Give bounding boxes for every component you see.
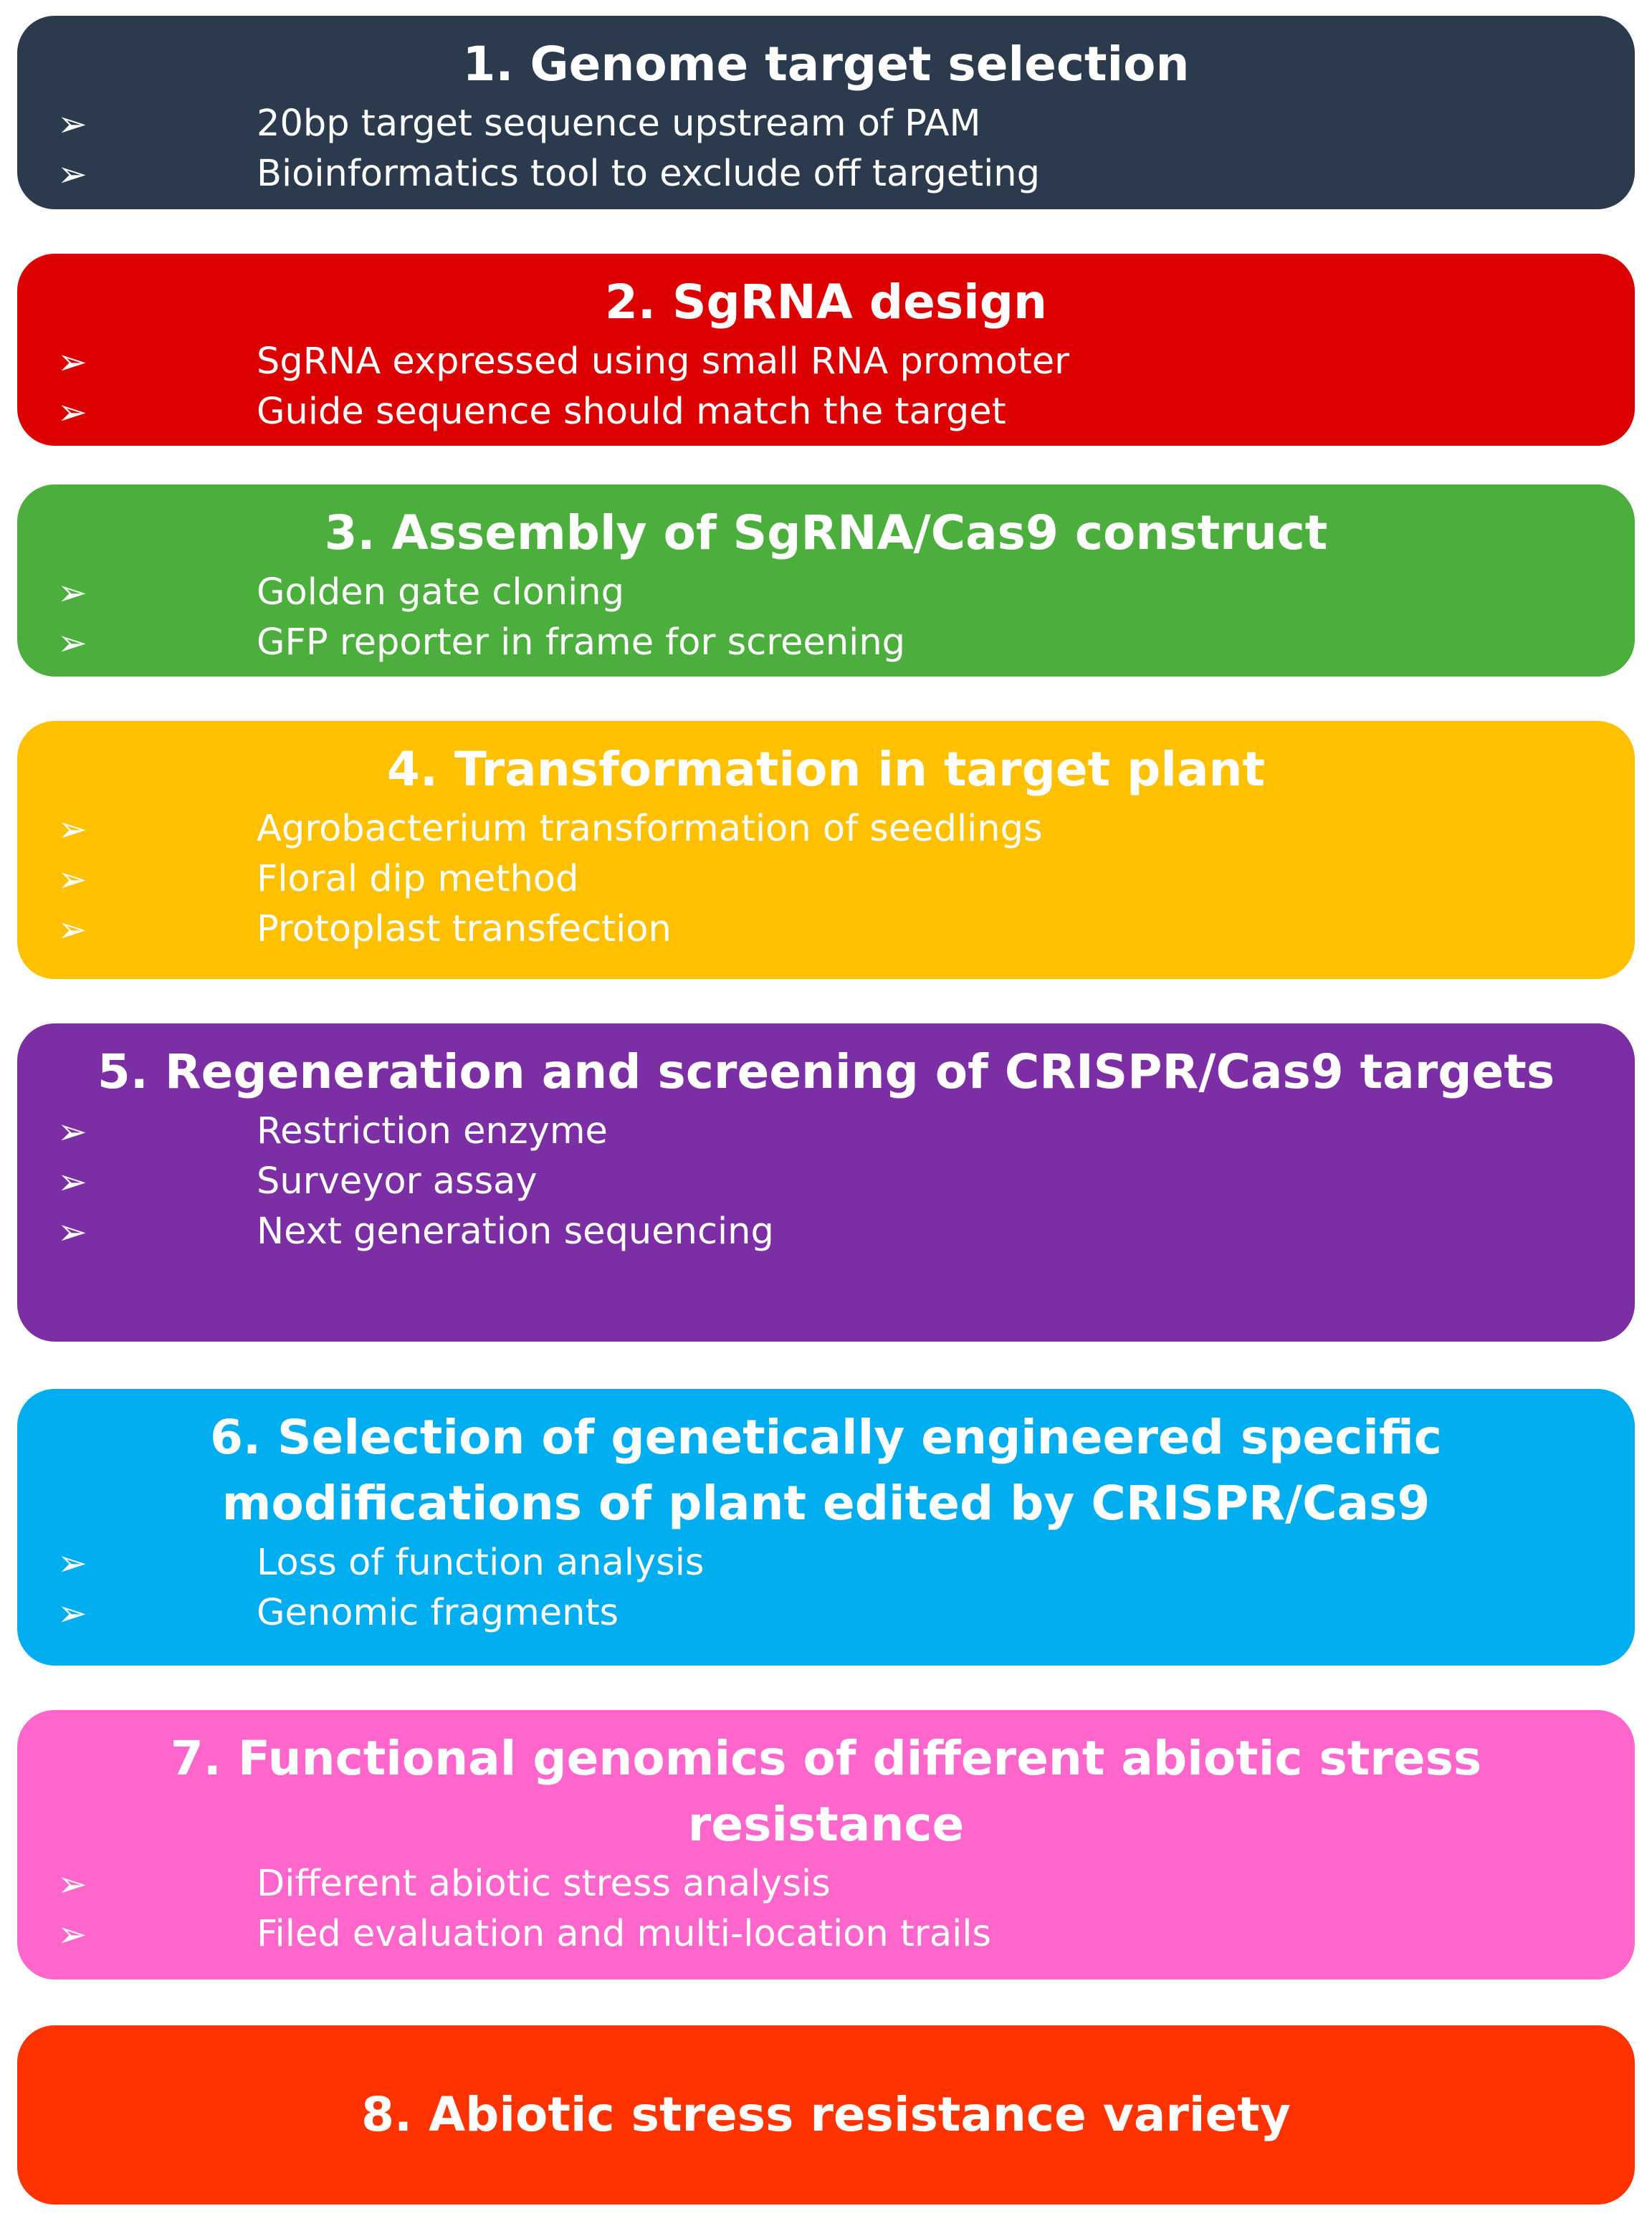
list-item: ➢ Loss of function analysis xyxy=(17,1538,1635,1588)
step-4-box: 4. Transformation in target plant ➢ Agro… xyxy=(17,721,1635,979)
step-1-title: 1. Genome target selection xyxy=(462,37,1190,92)
list-item: ➢ Different abiotic stress analysis xyxy=(17,1859,1635,1909)
arrowhead-icon: ➢ xyxy=(57,909,87,950)
step-8-box: 8. Abiotic stress resistance variety xyxy=(17,2025,1635,2205)
arrowhead-icon: ➢ xyxy=(57,808,87,850)
step-4-bullets: ➢ Agrobacterium transformation of seedli… xyxy=(17,804,1635,955)
step-8-title: 8. Abiotic stress resistance variety xyxy=(361,2087,1291,2142)
list-item: ➢ Next generation sequencing xyxy=(17,1207,1635,1257)
step-5-bullets: ➢ Restriction enzyme ➢ Surveyor assay ➢ … xyxy=(17,1107,1635,1257)
list-item: ➢ SgRNA expressed using small RNA promot… xyxy=(17,337,1635,387)
list-item: ➢ GFP reporter in frame for screening xyxy=(17,618,1635,668)
step-7-bullets: ➢ Different abiotic stress analysis ➢ Fi… xyxy=(17,1859,1635,1959)
step-5-box: 5. Regeneration and screening of CRISPR/… xyxy=(17,1023,1635,1342)
arrowhead-icon: ➢ xyxy=(57,391,87,433)
step-5-title: 5. Regeneration and screening of CRISPR/… xyxy=(97,1044,1555,1099)
step-6-bullets: ➢ Loss of function analysis ➢ Genomic fr… xyxy=(17,1538,1635,1638)
arrowhead-icon: ➢ xyxy=(57,572,87,613)
step-2-bullets: ➢ SgRNA expressed using small RNA promot… xyxy=(17,337,1635,437)
list-item: ➢ Bioinformatics tool to exclude off tar… xyxy=(17,149,1635,199)
list-item: ➢ Agrobacterium transformation of seedli… xyxy=(17,804,1635,854)
step-7-box: 7. Functional genomics of different abio… xyxy=(17,1710,1635,1979)
step-3-bullets: ➢ Golden gate cloning ➢ GFP reporter in … xyxy=(17,568,1635,668)
step-1-bullets: ➢ 20bp target sequence upstream of PAM ➢… xyxy=(17,99,1635,199)
arrowhead-icon: ➢ xyxy=(57,1592,87,1634)
arrowhead-icon: ➢ xyxy=(57,341,87,383)
arrowhead-icon: ➢ xyxy=(57,103,87,145)
step-3-box: 3. Assembly of SgRNA/Cas9 construct ➢ Go… xyxy=(17,484,1635,677)
arrowhead-icon: ➢ xyxy=(57,1161,87,1203)
arrowhead-icon: ➢ xyxy=(57,1914,87,1955)
arrowhead-icon: ➢ xyxy=(57,859,87,900)
arrowhead-icon: ➢ xyxy=(57,1211,87,1253)
list-item: ➢ Filed evaluation and multi-location tr… xyxy=(17,1909,1635,1959)
list-item: ➢ Golden gate cloning xyxy=(17,568,1635,618)
arrowhead-icon: ➢ xyxy=(57,153,87,195)
list-item: ➢ Guide sequence should match the target xyxy=(17,387,1635,437)
step-6-title: 6. Selection of genetically engineered s… xyxy=(210,1410,1442,1531)
arrowhead-icon: ➢ xyxy=(57,1111,87,1152)
list-item: ➢ Genomic fragments xyxy=(17,1588,1635,1638)
list-item: ➢ 20bp target sequence upstream of PAM xyxy=(17,99,1635,149)
step-6-box: 6. Selection of genetically engineered s… xyxy=(17,1389,1635,1666)
step-2-title: 2. SgRNA design xyxy=(604,274,1047,330)
arrowhead-icon: ➢ xyxy=(57,1863,87,1905)
list-item: ➢ Protoplast transfection xyxy=(17,904,1635,955)
list-item: ➢ Floral dip method xyxy=(17,854,1635,904)
step-7-title: 7. Functional genomics of different abio… xyxy=(170,1731,1482,1852)
list-item: ➢ Surveyor assay xyxy=(17,1157,1635,1207)
step-4-title: 4. Transformation in target plant xyxy=(386,742,1266,797)
arrowhead-icon: ➢ xyxy=(57,1542,87,1584)
list-item: ➢ Restriction enzyme xyxy=(17,1107,1635,1157)
step-3-title: 3. Assembly of SgRNA/Cas9 construct xyxy=(324,505,1328,560)
step-1-box: 1. Genome target selection ➢ 20bp target… xyxy=(17,16,1635,209)
arrowhead-icon: ➢ xyxy=(57,622,87,664)
step-2-box: 2. SgRNA design ➢ SgRNA expressed using … xyxy=(17,254,1635,446)
